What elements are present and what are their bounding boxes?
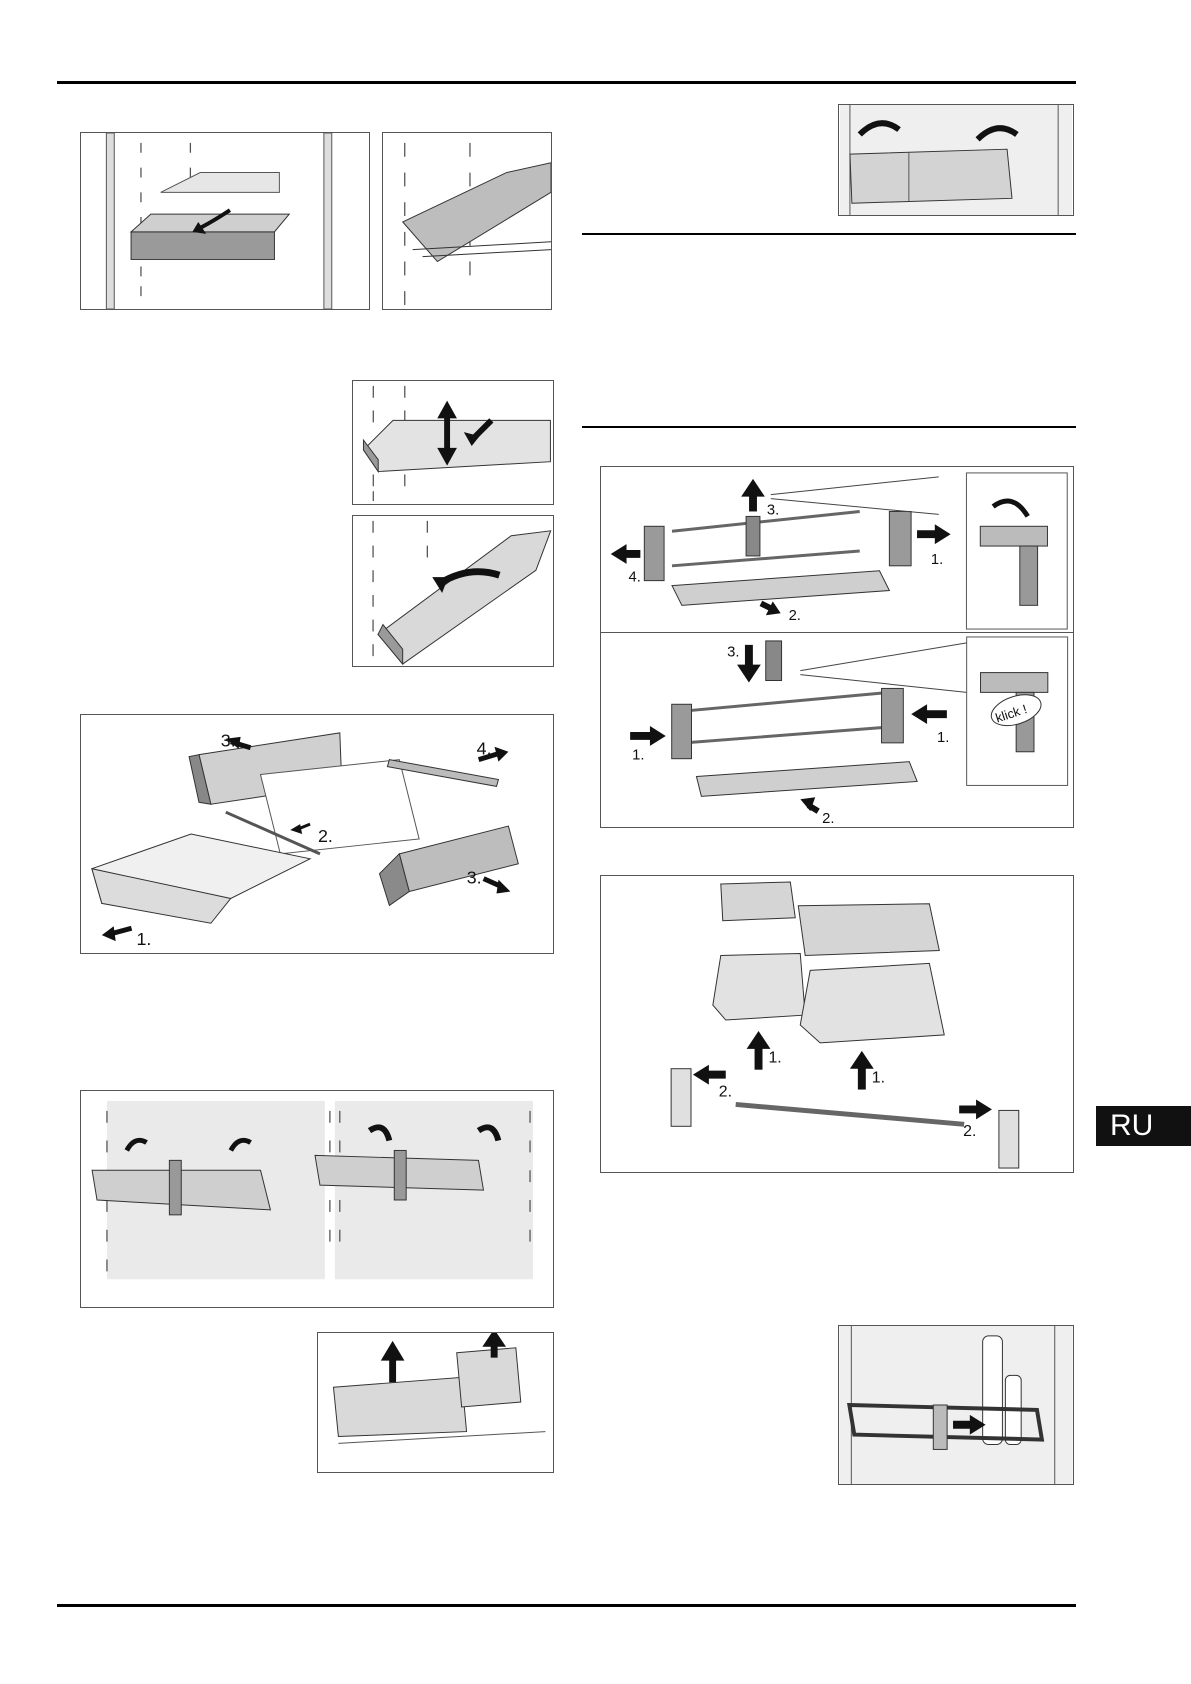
step-label: 1. — [931, 552, 943, 568]
top-rule — [57, 81, 1076, 84]
bottom-rule — [57, 1604, 1076, 1607]
step-label: 4. — [629, 570, 641, 586]
step-label: 2. — [822, 811, 834, 827]
drawer-exploded-illustration: 3. 4. 2. 3. 1. — [91, 731, 519, 949]
figure-bottle-holder — [838, 1325, 1074, 1485]
right-section-rule-2 — [582, 426, 1076, 428]
right-section-rule-1 — [582, 233, 1076, 235]
door-rack-top-illustration — [840, 105, 1072, 215]
step-label: 2. — [789, 608, 801, 624]
door-boxes-parts-illustration: 2. 1. 1. 2. — [670, 881, 1020, 1169]
step-label: 1. — [632, 748, 644, 764]
step-label: 1. — [937, 730, 949, 746]
step-label: 2. — [318, 826, 333, 846]
figure-rack-disassembly: 3. 1. 4. 2. — [600, 466, 1074, 634]
step-label: 3. — [727, 645, 739, 661]
figure-shelf-tilt — [352, 515, 554, 667]
door-boxes-lift-illustration — [332, 1333, 546, 1444]
language-tab: RU — [1096, 1106, 1191, 1146]
step-label: 4. — [477, 739, 492, 759]
door-rack-mount-illustration — [91, 1100, 533, 1280]
figure-drawer-exploded: 3. 4. 2. 3. 1. — [80, 714, 554, 954]
step-label: 1. — [872, 1070, 885, 1087]
rack-disassembly-illustration: 3. 1. 4. 2. — [610, 472, 1068, 630]
step-label: 3. — [767, 502, 779, 518]
figure-rack-assembly: klick ! 3. 1. 1. 2. — [600, 632, 1074, 828]
rack-assembly-illustration: klick ! 3. 1. 1. 2. — [630, 636, 1069, 827]
step-label: 3. — [467, 868, 482, 888]
figure-door-rack-top — [838, 104, 1074, 216]
figure-door-rack-mount — [80, 1090, 554, 1308]
rail-detail-illustration — [401, 142, 551, 305]
step-label: 1. — [768, 1050, 781, 1067]
figure-door-boxes-parts: 2. 1. 1. 2. — [600, 875, 1074, 1173]
figure-door-boxes-lift — [317, 1332, 554, 1473]
step-label: 2. — [719, 1084, 732, 1101]
shelf-lift-illustration — [362, 385, 551, 502]
step-label: 3. — [221, 731, 236, 751]
figure-shelf-lift — [352, 380, 554, 505]
drawer-removal-illustration — [105, 133, 333, 309]
step-label: 2. — [963, 1123, 976, 1140]
bottle-holder-illustration — [839, 1326, 1073, 1484]
figure-rail-detail — [382, 132, 552, 310]
step-label: 1. — [137, 929, 152, 949]
figure-drawer-removal — [80, 132, 370, 310]
shelf-tilt-illustration — [372, 520, 552, 666]
